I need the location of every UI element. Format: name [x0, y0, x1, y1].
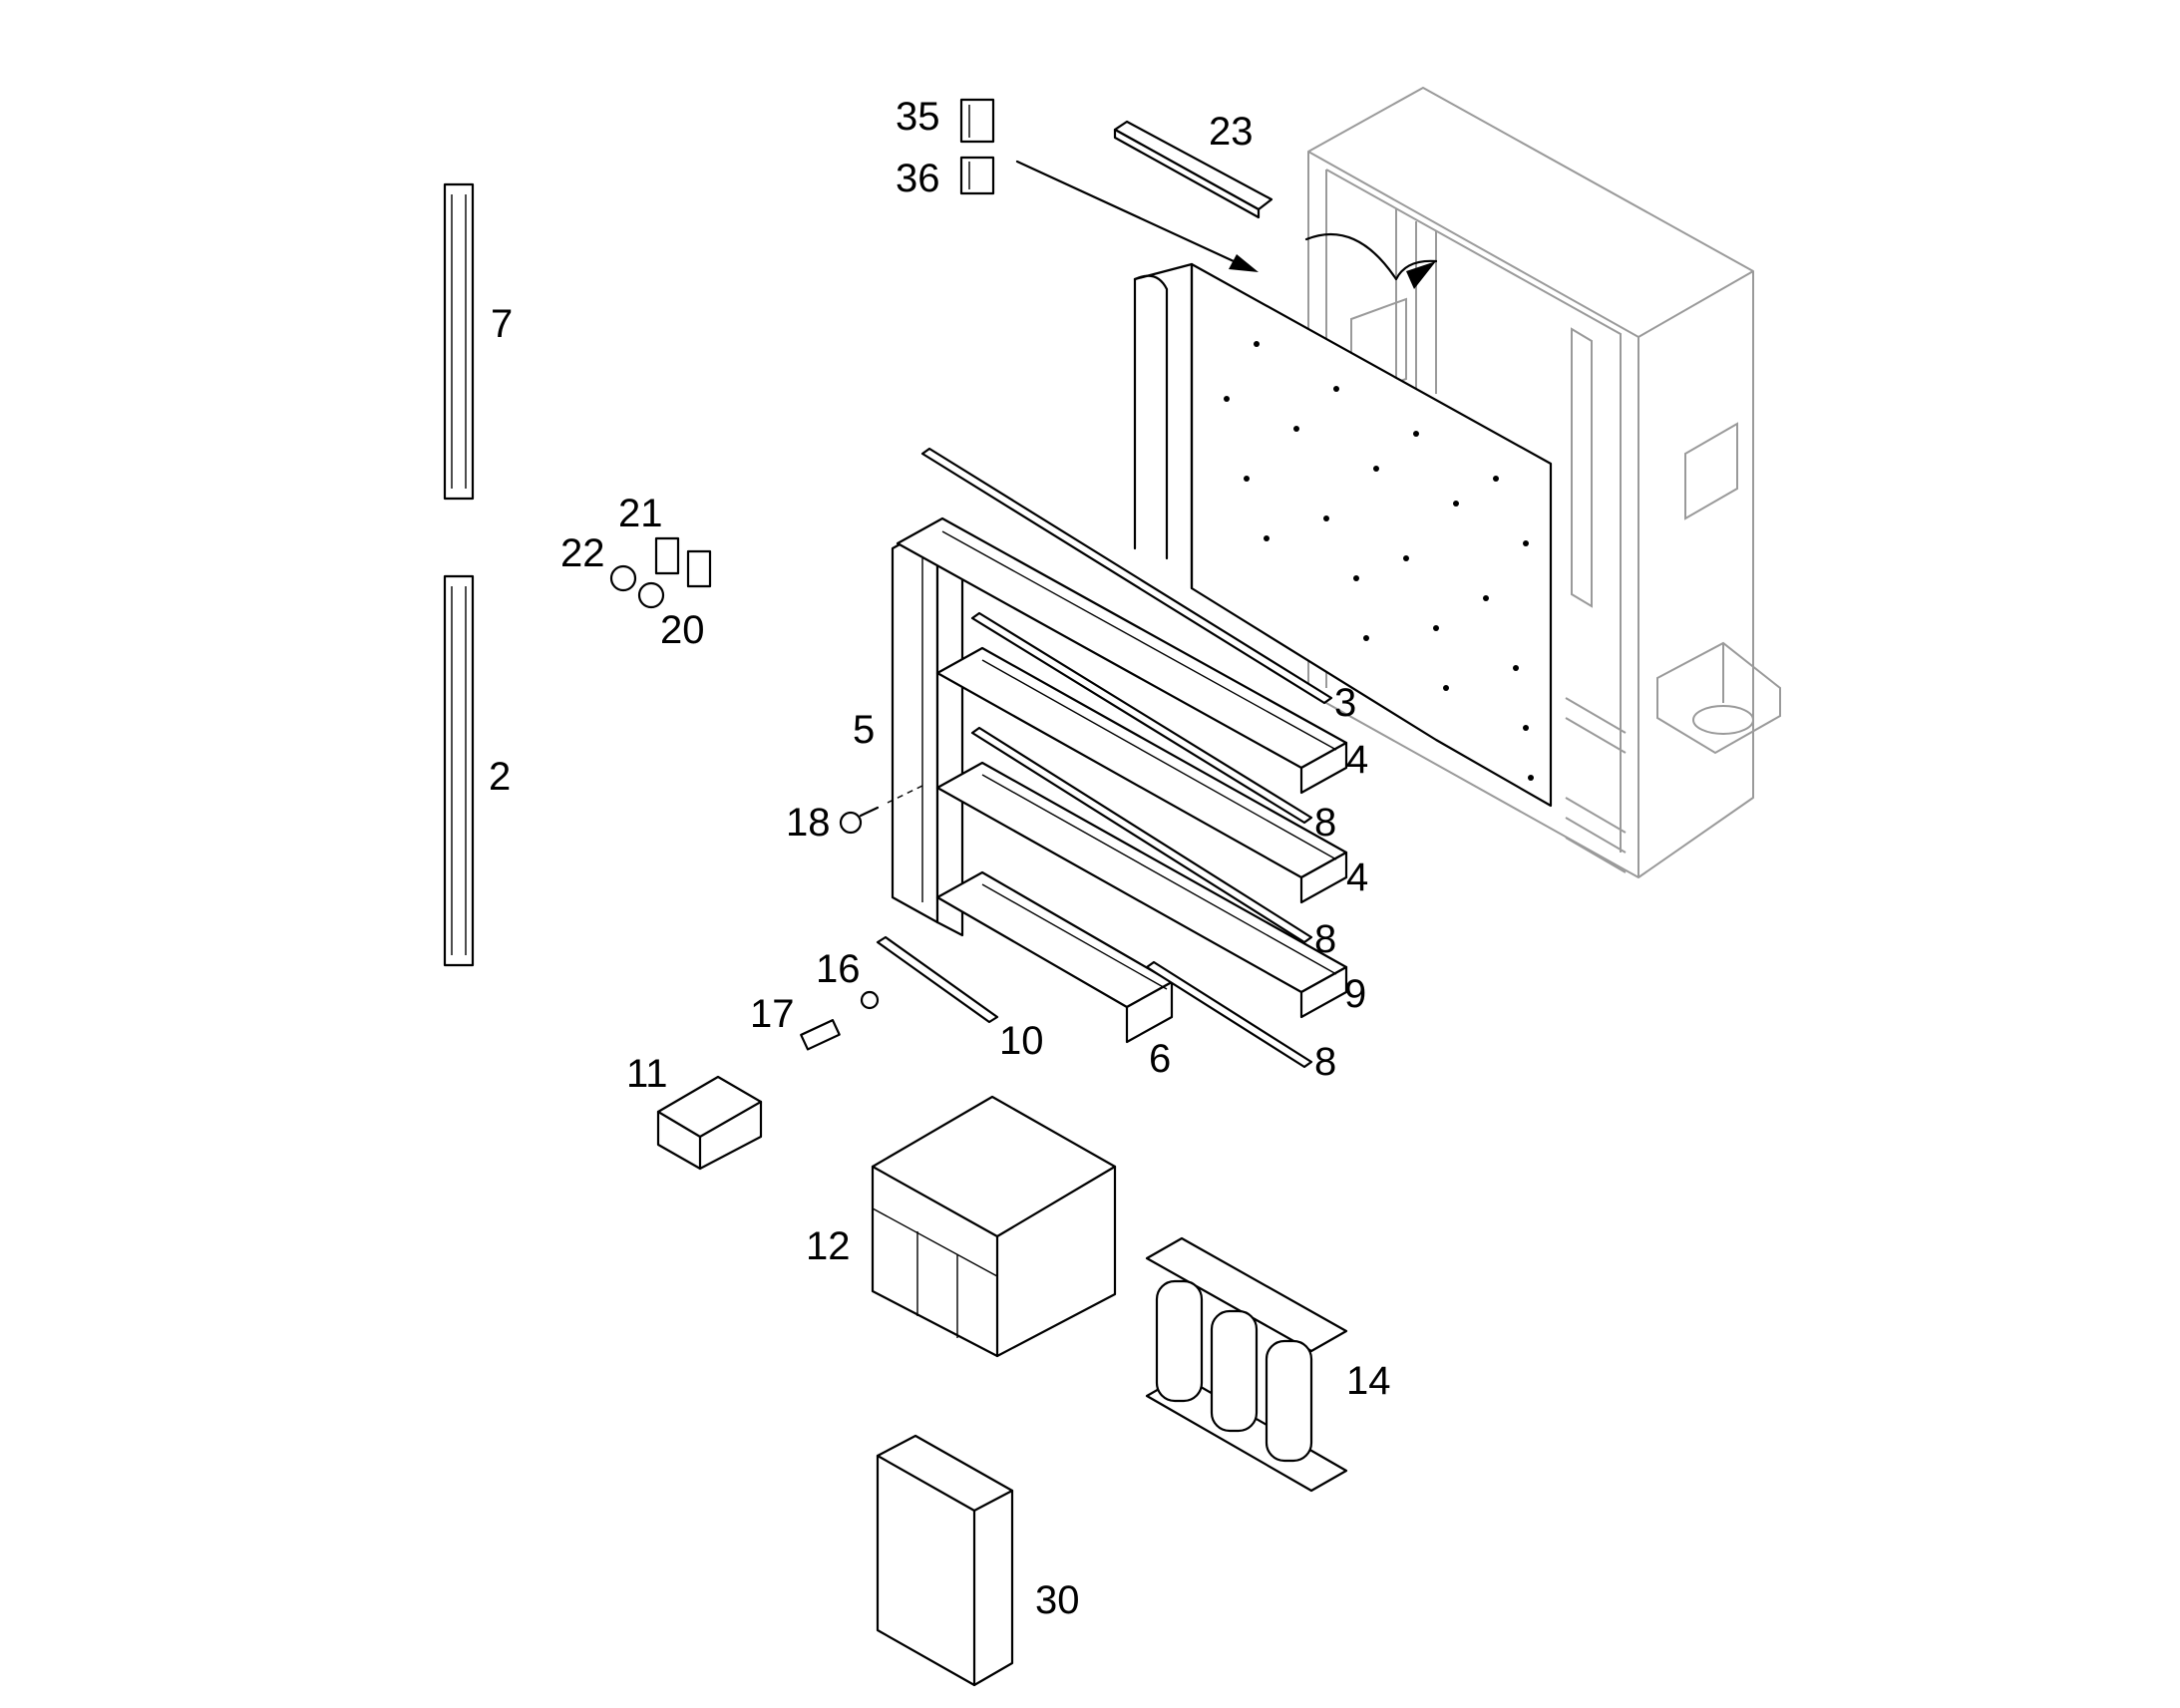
callout-2: 2 — [489, 755, 511, 799]
screw-17 — [800, 1019, 841, 1051]
clamp-parts-20-21-22 — [609, 536, 712, 609]
callout-9: 9 — [1344, 972, 1366, 1016]
callout-10: 10 — [999, 1019, 1044, 1063]
bracket-10 — [876, 935, 999, 1024]
callout-4b: 4 — [1346, 855, 1368, 899]
callout-30: 30 — [1035, 1578, 1080, 1622]
callout-labels: 2 3 4 4 5 6 7 8 8 8 9 10 11 12 14 16 17 … — [489, 95, 1391, 1622]
callout-7: 7 — [491, 302, 513, 346]
mounting-plate-holes — [1224, 341, 1534, 781]
callout-11: 11 — [626, 1052, 668, 1096]
din-rail-8c — [1145, 960, 1313, 1069]
callout-20: 20 — [660, 608, 705, 652]
box-30 — [876, 1434, 1014, 1687]
din-rail-8a — [970, 611, 1313, 825]
callout-18: 18 — [786, 801, 831, 845]
callout-23: 23 — [1209, 110, 1254, 154]
duct-slots — [941, 530, 1337, 990]
din-rail-8b — [970, 726, 1313, 944]
callout-17: 17 — [750, 992, 795, 1036]
callout-5: 5 — [853, 708, 875, 752]
callout-4a: 4 — [1346, 738, 1368, 782]
din-rail-3 — [920, 447, 1333, 705]
insertion-arrow — [1015, 160, 1438, 289]
mounting-plate — [1133, 262, 1553, 808]
callout-21: 21 — [618, 492, 663, 535]
callout-8c: 8 — [1314, 1040, 1336, 1084]
transformer-block-12 — [871, 1095, 1117, 1358]
screw-18 — [839, 785, 923, 835]
callout-16: 16 — [816, 947, 861, 991]
callout-35: 35 — [896, 95, 940, 139]
mounting-rail-2 — [443, 574, 475, 967]
callout-14: 14 — [1346, 1359, 1391, 1403]
callout-6: 6 — [1149, 1037, 1171, 1081]
callout-8a: 8 — [1314, 801, 1336, 845]
callout-12: 12 — [806, 1224, 851, 1268]
module-11 — [656, 1075, 763, 1171]
cable-duct-assembly — [891, 516, 1348, 1044]
part-35 — [959, 98, 995, 144]
choke-14 — [1145, 1236, 1348, 1493]
callout-8b: 8 — [1314, 917, 1336, 961]
callout-36: 36 — [896, 157, 940, 200]
cover-strip-23 — [1113, 120, 1273, 219]
callout-3: 3 — [1334, 681, 1356, 725]
mounting-rail-7 — [443, 182, 475, 501]
callout-22: 22 — [560, 531, 605, 575]
washer-16 — [860, 990, 880, 1010]
part-36 — [959, 156, 995, 195]
